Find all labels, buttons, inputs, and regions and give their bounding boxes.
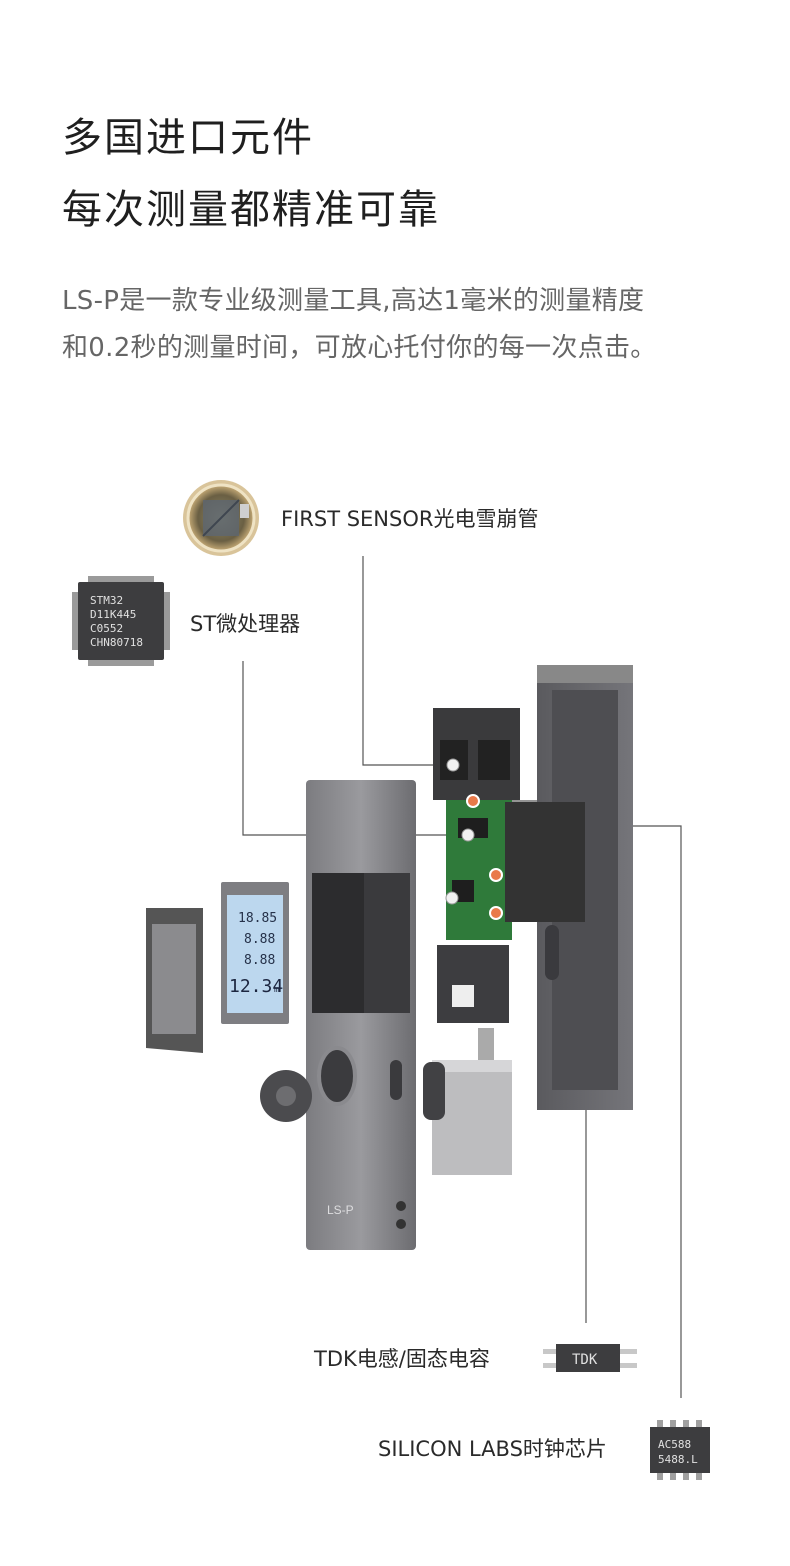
pcb-board <box>445 794 585 940</box>
mcu-chip-line-2: D11K445 <box>90 608 136 621</box>
mcu-label: ST微处理器 <box>190 612 301 636</box>
lcd-reading-4: 12.34 <box>229 976 283 997</box>
clock-chip-line-2: 5488.L <box>658 1453 698 1466</box>
dial-knob <box>260 1070 312 1122</box>
mcu-chip-line-3: C0552 <box>90 622 123 635</box>
leader-line-sensor <box>362 556 452 766</box>
headline-line-1: 多国进口元件 <box>62 115 314 161</box>
tdk-component-icon: TDK <box>543 1344 637 1372</box>
laser-module <box>433 708 520 800</box>
lcd-reading-3: 8.88 <box>244 953 275 968</box>
lcd-reading-2: 8.88 <box>244 932 275 947</box>
intro-line-2: 和0.2秒的测量时间，可放心托付你的每一次点击。 <box>62 333 657 363</box>
mcu-chip-line-1: STM32 <box>90 594 123 607</box>
sensor-label: FIRST SENSOR光电雪崩管 <box>281 507 539 531</box>
lcd-unit: m <box>274 985 279 995</box>
tdk-label: TDK电感/固态电容 <box>314 1347 490 1371</box>
cover-plate <box>146 908 203 1053</box>
battery-block <box>432 1060 512 1175</box>
intro-line-1: LS-P是一款专业级测量工具,高达1毫米的测量精度 <box>62 286 645 316</box>
tdk-chip-text: TDK <box>572 1352 598 1368</box>
device-model-label: LS-P <box>327 1203 354 1217</box>
clock-chip-line-1: AC588 <box>658 1438 691 1451</box>
st-mcu-chip-icon: STM32 D11K445 C0552 CHN80718 <box>72 576 170 666</box>
mcu-chip-line-4: CHN80718 <box>90 636 143 649</box>
lcd-reading-1: 18.85 <box>238 911 277 926</box>
front-shell: LS-P <box>306 780 416 1250</box>
headline-line-2: 每次测量都精准可靠 <box>62 187 440 233</box>
photodiode-sensor-icon <box>183 480 259 556</box>
clock-chip-icon: AC588 5488.L <box>650 1420 710 1480</box>
side-button <box>423 1062 445 1120</box>
lcd-screen: 18.85 8.88 8.88 12.34 m <box>221 882 289 1024</box>
clock-label: SILICON LABS时钟芯片 <box>378 1437 607 1461</box>
button-module <box>437 945 509 1063</box>
intro-paragraph: LS-P是一款专业级测量工具,高达1毫米的测量精度 和0.2秒的测量时间，可放心… <box>62 278 752 372</box>
